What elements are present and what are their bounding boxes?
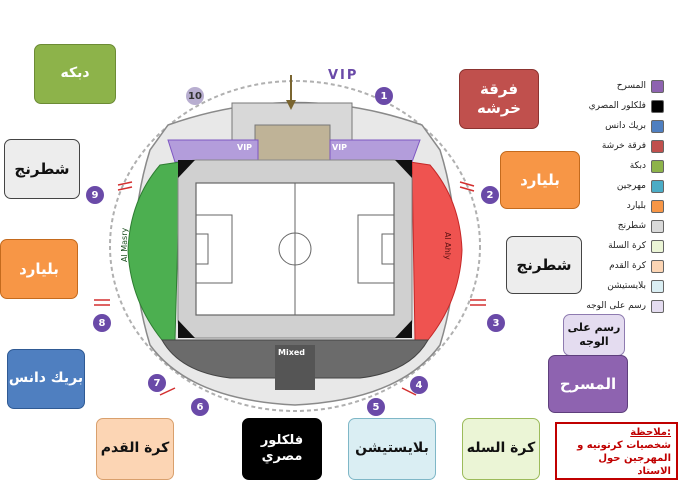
legend-item: كرة السلة bbox=[560, 236, 670, 256]
legend-item: بليارد bbox=[560, 196, 670, 216]
green-stand bbox=[127, 161, 181, 341]
note-text: شخصيات كرتونيه و المهرجين حول الاستاد bbox=[577, 440, 671, 477]
box-khersha: فرقة خرشه bbox=[459, 69, 539, 129]
legend-label: بلايستيشن bbox=[607, 281, 646, 291]
box-basketball: كرة السله bbox=[462, 418, 540, 480]
legend-item: فرقة خرشة bbox=[560, 136, 670, 156]
stand-label-right: Al Ahly bbox=[443, 232, 452, 260]
box-face-paint: رسم على الوجه bbox=[563, 314, 625, 356]
legend-swatch bbox=[651, 140, 664, 153]
legend-label: رسم على الوجه bbox=[586, 301, 646, 311]
gate-number-badge: 7 bbox=[148, 374, 166, 392]
legend-item: كرة القدم bbox=[560, 256, 670, 276]
entry-marks bbox=[94, 181, 486, 396]
box-shatrang-right: شطرنج bbox=[506, 236, 582, 294]
legend-swatch bbox=[651, 240, 664, 253]
legend-swatch bbox=[651, 160, 664, 173]
legend-label: شطرنج bbox=[617, 221, 646, 231]
corner-mark bbox=[178, 160, 195, 178]
goal-area-left bbox=[195, 233, 209, 265]
note-title: ملاحظة: bbox=[630, 427, 671, 438]
legend-item: مهرجين bbox=[560, 176, 670, 196]
gate-number-badge: 9 bbox=[86, 186, 104, 204]
legend-label: كرة السلة bbox=[608, 241, 646, 251]
legend-label: دبكة bbox=[629, 161, 646, 171]
box-shatrang-left: شطرنج bbox=[4, 139, 80, 199]
box-folklore: فلكلور مصري bbox=[242, 418, 322, 480]
centre-circle bbox=[278, 232, 312, 266]
legend-item: المسرح bbox=[560, 76, 670, 96]
corner-mark bbox=[395, 320, 412, 338]
corner-mark bbox=[395, 160, 412, 178]
legend-item: دبكة bbox=[560, 156, 670, 176]
legend-item: بريك دانس bbox=[560, 116, 670, 136]
legend-label: فلكلور المصري bbox=[588, 101, 646, 111]
gate-number-badge: 1 bbox=[375, 87, 393, 105]
legend-item: فلكلور المصري bbox=[560, 96, 670, 116]
gate-number-badge: 6 bbox=[191, 398, 209, 416]
entrance-arrow-head bbox=[286, 100, 296, 110]
vip-top-label: VIP bbox=[328, 68, 359, 83]
stand-label-left: Al Masry bbox=[120, 227, 129, 262]
legend-swatch bbox=[651, 200, 664, 213]
legend-label: فرقة خرشة bbox=[601, 141, 646, 151]
corner-mark bbox=[178, 320, 195, 338]
gate-number-badge: 5 bbox=[367, 398, 385, 416]
gate-number-badge: 2 bbox=[481, 186, 499, 204]
mixed-label: Mixed bbox=[278, 348, 306, 357]
legend-item: بلايستيشن bbox=[560, 276, 670, 296]
legend-swatch bbox=[651, 120, 664, 133]
outer-ring bbox=[109, 80, 481, 412]
box-dabke: دبكه bbox=[34, 44, 116, 104]
box-playstation: بلايستيشن bbox=[348, 418, 436, 480]
legend-swatch bbox=[651, 80, 664, 93]
legend-item: رسم على الوجه bbox=[560, 296, 670, 316]
legend-swatch bbox=[651, 260, 664, 273]
gate-number-badge: 4 bbox=[410, 376, 428, 394]
legend-label: المسرح bbox=[616, 81, 646, 91]
legend-swatch bbox=[651, 220, 664, 233]
note-box: ملاحظة: شخصيات كرتونيه و المهرجين حول ال… bbox=[555, 422, 678, 480]
legend-swatch bbox=[651, 300, 664, 313]
legend-swatch bbox=[651, 280, 664, 293]
legend-item: شطرنج bbox=[560, 216, 670, 236]
box-football: كرة القدم bbox=[96, 418, 174, 480]
red-stand bbox=[409, 161, 463, 341]
legend-label: مهرجين bbox=[616, 181, 646, 191]
box-break-dance: بريك دانس bbox=[7, 349, 85, 409]
legend: المسرح فلكلور المصري بريك دانس فرقة خرشة دبك… bbox=[560, 76, 670, 316]
mixed-zone bbox=[275, 345, 315, 390]
box-billiard-left: بليارد bbox=[0, 239, 78, 299]
legend-label: بليارد bbox=[626, 201, 646, 211]
gate-number-badge: 10 bbox=[186, 87, 204, 105]
legend-swatch bbox=[651, 180, 664, 193]
legend-swatch bbox=[651, 100, 664, 113]
vip-left-label: VIP bbox=[237, 143, 253, 152]
box-billiard-right: بليارد bbox=[500, 151, 580, 209]
box-masrah: المسرح bbox=[548, 355, 628, 413]
gate-number-badge: 8 bbox=[93, 314, 111, 332]
goal-area-right bbox=[381, 233, 395, 265]
legend-label: بريك دانس bbox=[605, 121, 646, 131]
vip-right-label: VIP bbox=[332, 143, 348, 152]
legend-label: كرة القدم bbox=[609, 261, 646, 271]
gate-number-badge: 3 bbox=[487, 314, 505, 332]
